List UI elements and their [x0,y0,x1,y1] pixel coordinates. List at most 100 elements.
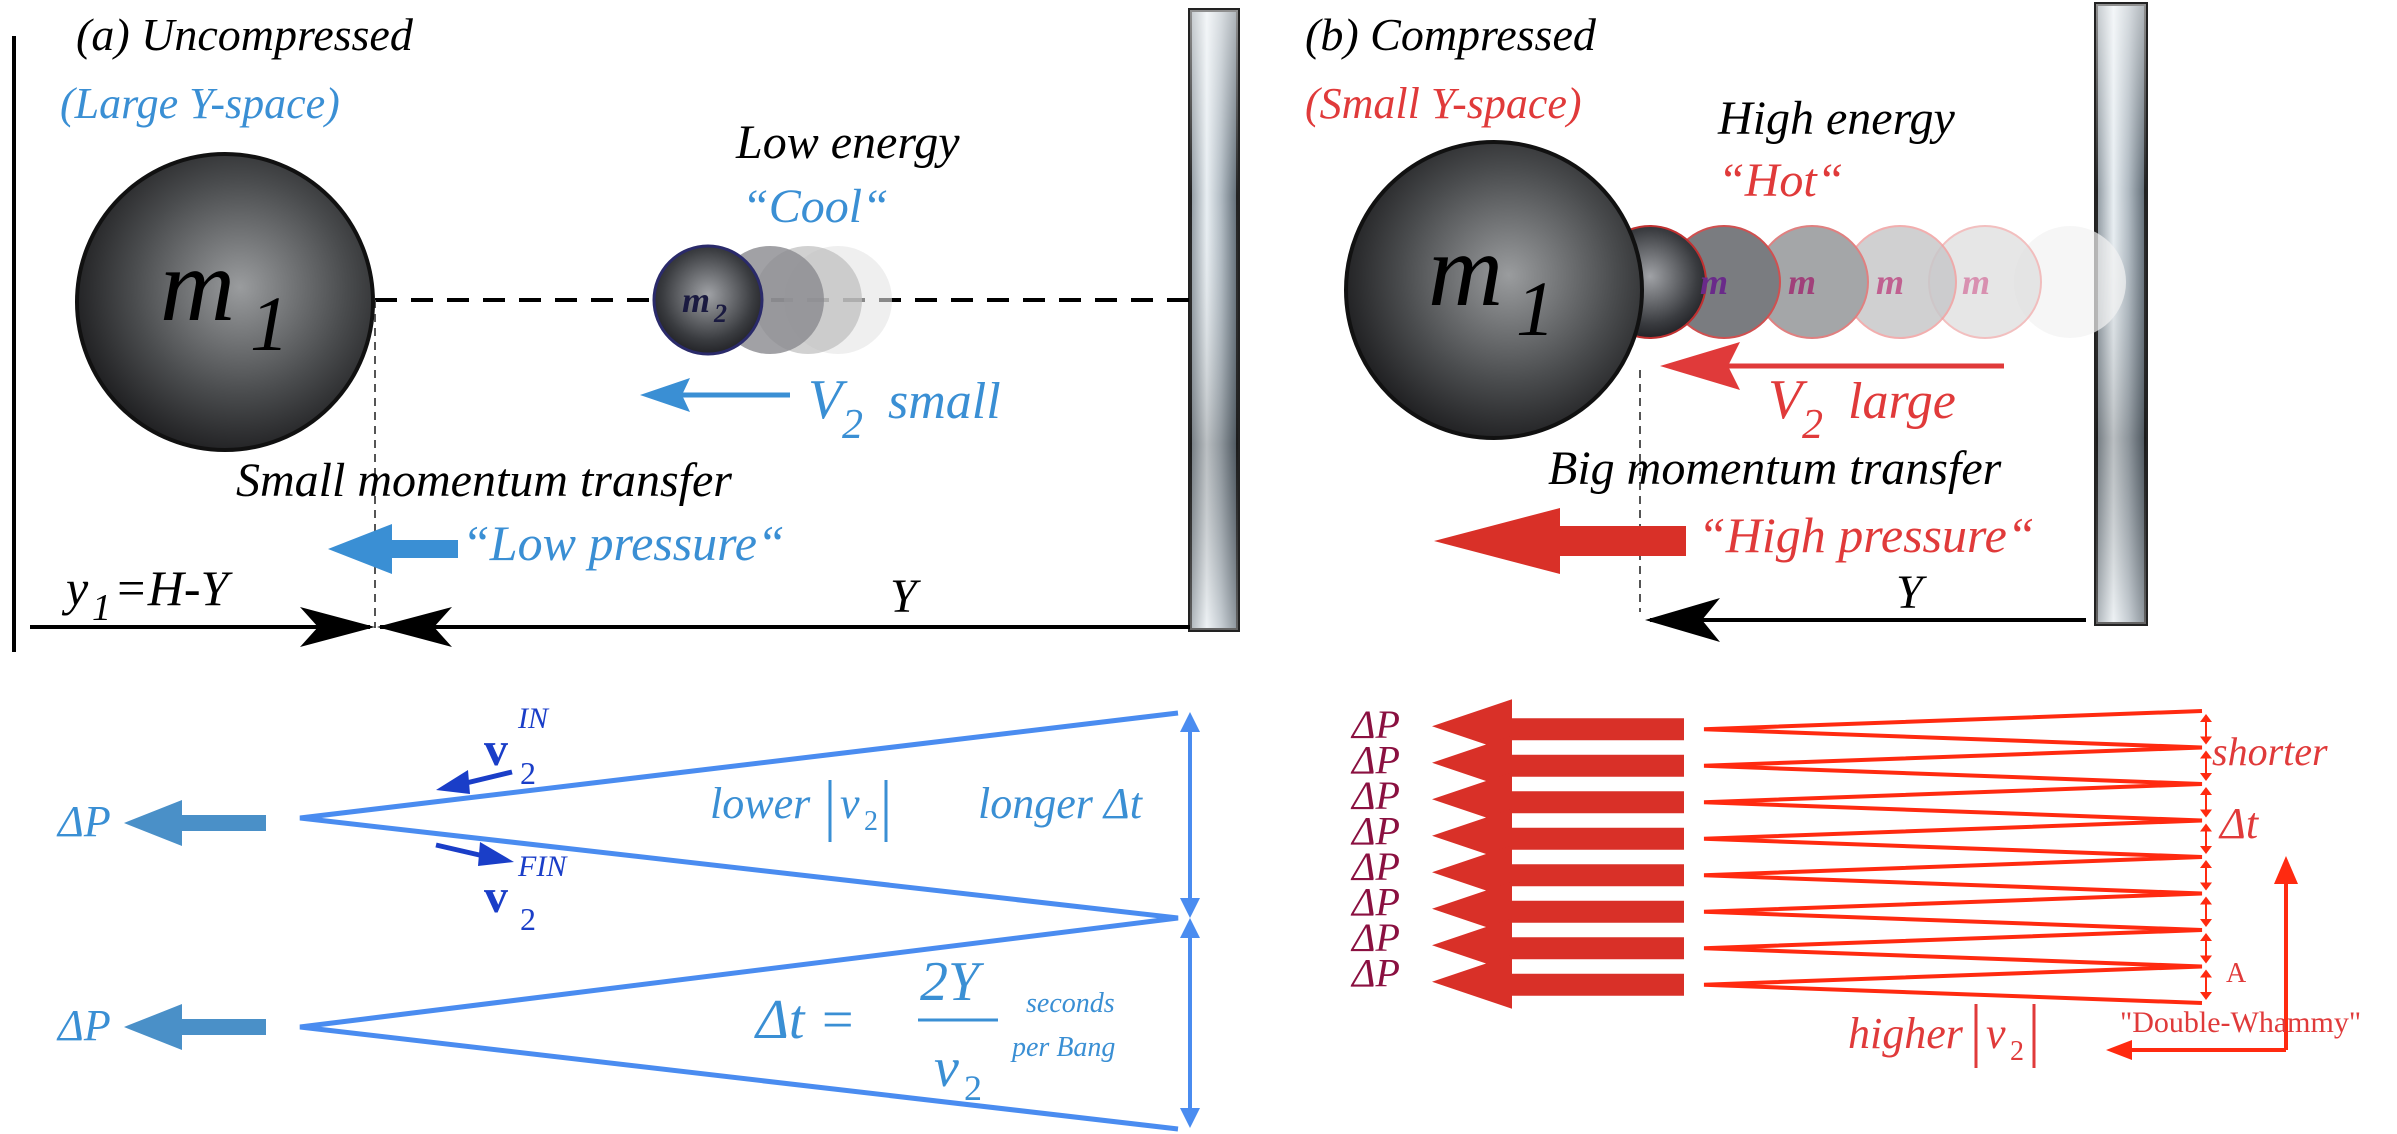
delta-p-label-b: ΔP [1350,915,1400,960]
delta-p-arrow-head-b [1432,881,1512,936]
m2-trail-label-1: m [1700,262,1728,302]
shorter-label: shorter [2212,729,2328,774]
y1-rest: =H-Y [114,560,233,616]
delta-p-label-b: ΔP [1350,951,1400,996]
velocity-sub-a: 2 [842,402,863,448]
dt-tick-arrow-up-b [2200,896,2212,905]
dt-tick-arrow-down-b [2200,736,2212,745]
v-in-sup: IN [517,702,550,735]
a-label: A [2226,958,2247,989]
velocity-sub-b: 2 [1802,402,1823,448]
energy-tag-a: “Cool“ [742,180,889,233]
m2-sub-a: 2 [713,299,727,328]
up-arrow-b [2274,856,2298,996]
dt-tick-arrow-up-b [2200,933,2212,941]
panel-b-title: (b) Compressed [1305,9,1597,60]
pressure-arrow-a [328,524,458,574]
lower-v-sym: v [840,779,860,828]
momentum-label-b: Big momentum transfer [1548,442,2002,495]
v-fin-sup: FIN [517,850,568,883]
pressure-label-b: “High pressure“ [1698,507,2035,563]
v-in-arrow [436,769,513,794]
m1-ball-a: m 1 [75,152,375,452]
delta-p-arrow-head-b [1432,808,1512,863]
velocity-arrow-b [1660,342,2004,390]
m2-trail-label-4: m [1962,262,1990,302]
y-label-a: Y [890,570,921,623]
m1-ball-b: m 1 [1344,140,1644,440]
delta-p-label-b: ΔP [1350,738,1400,783]
m1-label-a: m [160,228,235,343]
equation-numerator: 2Y [920,951,985,1013]
dt-tick-arrow-up-b [2200,787,2212,795]
equation-denominator: v [934,1037,959,1099]
dt-tick-arrow-down-b [2200,992,2212,1000]
dimension-arrows-a [30,607,1190,647]
velocity-word-a: small [888,373,1001,430]
dt-tick-arrow-up-b [2200,750,2212,759]
delta-p-arrow-head-b [1432,735,1512,790]
delta-p-label-a2: ΔP [56,1001,111,1050]
panel-a-uncompressed: (a) Uncompressed (Large Y-space) m 1 m 2… [12,8,1240,652]
dimension-arrow-b [1645,598,2086,642]
m2-trail-label-3: m [1876,262,1904,302]
delta-p-arrow-shaft-b [1490,864,1684,887]
dt-tick-arrow-down-b [2200,846,2212,854]
dt-tick-arrow-down-b [2200,809,2212,818]
delta-p-label-b: ΔP [1350,702,1400,747]
dt-indicator-a2 [1180,918,1200,1128]
y-label-b: Y [1896,566,1927,619]
panel-b-compressed: (b) Compressed (Small Y-space) m m m m [1305,2,2148,642]
delta-p-arrow-head-b [1432,772,1512,827]
delta-p-arrow-head-b [1432,918,1512,973]
bounce-zigzag-a [299,710,1179,1132]
dt-tick-arrow-down-b [2200,955,2212,964]
panel-b-subtitle: (Small Y-space) [1305,79,1582,128]
v-fin-label: v [484,870,508,923]
seconds-label: seconds [1026,988,1115,1019]
lower-v-label: lower [710,779,811,828]
v-in-sub: 2 [520,755,536,791]
delta-p-arrow-shaft-b [1490,900,1684,923]
m2-ball-trail-a: m 2 [652,244,892,356]
delta-p-arrow-head-b [1432,845,1512,900]
m1-label-b: m [1428,213,1503,328]
dt-tick-arrow-down-b [2200,773,2212,781]
momentum-label-a: Small momentum transfer [236,454,732,507]
velocity-arrow-a [640,378,790,412]
double-whammy-label: "Double-Whammy" [2120,1006,2361,1039]
dt-indicator-a1 [1180,712,1200,918]
equation-denominator-sub: 2 [964,1068,982,1108]
delta-p-arrow-shaft-b [1490,937,1684,960]
delta-p-arrow-a1 [124,800,266,846]
delta-p-arrow-shaft-b [1490,718,1684,741]
whammy-arrow-b [2106,996,2288,1060]
delta-p-arrow-shaft-b [1490,827,1684,850]
delta-p-arrow-shaft-b [1490,973,1684,996]
bounce-zigzag-b [1703,709,2203,1005]
delta-p-label-a1: ΔP [56,797,111,846]
velocity-v-b: V [1768,369,1808,431]
wall-a [1188,8,1240,632]
energy-label-a: Low energy [735,116,960,169]
delta-p-label-b: ΔP [1350,809,1400,854]
higher-v-sym: v [1986,1009,2006,1058]
bottom-a-bounce-diagram: ΔP ΔP v IN 2 v FIN 2 lower v 2 longer Δt [56,702,1200,1132]
y1-label: y [61,560,89,616]
equation-lhs: Δt = [754,989,856,1051]
delta-p-label-b: ΔP [1350,773,1400,818]
lower-v-sub: 2 [864,806,878,837]
v-in-label: v [484,723,508,776]
higher-v-sub: 2 [2010,1036,2024,1067]
delta-p-arrows-b [1432,699,1684,1009]
v-fin-arrow [435,842,514,866]
energy-label-b: High energy [1717,92,1956,145]
delta-p-arrow-a2 [124,1004,266,1050]
longer-dt-label: longer Δt [978,779,1144,828]
panel-a-title: (a) Uncompressed [76,9,414,60]
m1-sub-b: 1 [1516,265,1555,352]
delta-t-label-b: Δt [2218,799,2260,848]
panel-a-subtitle: (Large Y-space) [60,79,340,128]
